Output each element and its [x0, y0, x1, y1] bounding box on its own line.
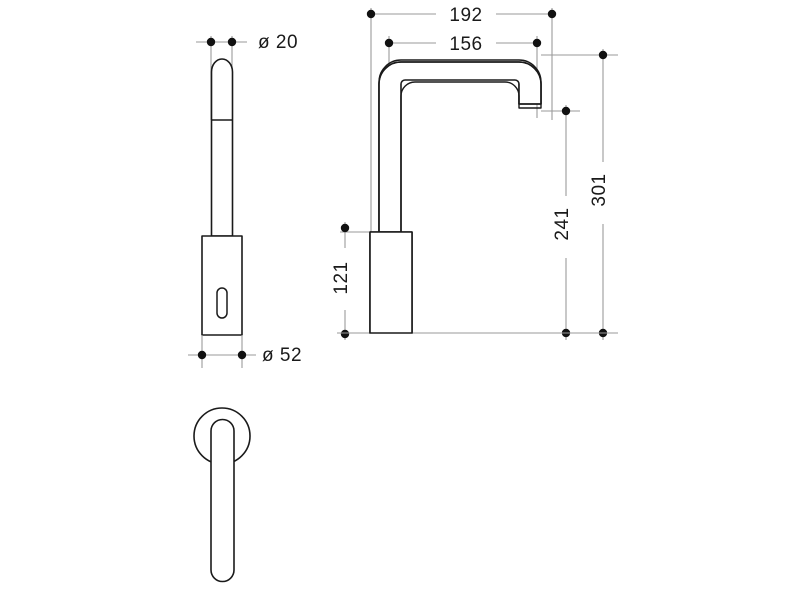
dim-dot-156-left: [384, 38, 394, 48]
dim-dot-121-bottom: [340, 329, 350, 339]
front-view-spout-outer-stroke: [378, 61, 542, 233]
dim-label-241: 241: [552, 207, 573, 240]
dim-label-dia52: ø 52: [262, 345, 302, 366]
dim-label-301-bg: [593, 162, 614, 224]
dim-label-241-bg: [556, 196, 577, 258]
dim-dot-301-top: [598, 50, 608, 60]
dim-label-dia20: ø 20: [258, 32, 298, 53]
plan-view-spout-arm: [210, 418, 235, 583]
dim-dot-121-top: [340, 223, 350, 233]
dim-label-121: 121: [331, 261, 352, 294]
dim-dot-dia52-left: [197, 350, 207, 360]
side-view-sensor-body: [201, 235, 243, 336]
dim-dot-241-top: [561, 106, 571, 116]
dim-label-192-bg: [436, 4, 496, 26]
dim-label-121-bg: [335, 248, 356, 310]
dim-label-156: 156: [449, 34, 482, 55]
side-view-group: ø 20 ø 52: [188, 32, 302, 368]
front-view-sensor-body-restroke: [369, 231, 413, 334]
dim-dot-dia20-right: [227, 37, 237, 47]
dim-dot-156-right: [532, 38, 542, 48]
dim-dot-dia52-right: [237, 350, 247, 360]
dim-dot-192-left: [366, 9, 376, 19]
plan-view-group: [193, 407, 251, 583]
side-view-spout-tube: [210, 58, 234, 237]
dim-dot-dia20-left: [206, 37, 216, 47]
front-view-group: 192 156 121 241: [331, 4, 618, 341]
dim-label-192: 192: [449, 5, 482, 26]
dim-dot-192-right: [547, 9, 557, 19]
dim-label-301: 301: [589, 173, 610, 206]
side-view-sensor-window: [216, 287, 228, 319]
dim-label-156-bg: [436, 33, 496, 55]
front-view-spout-inner: [400, 81, 520, 233]
